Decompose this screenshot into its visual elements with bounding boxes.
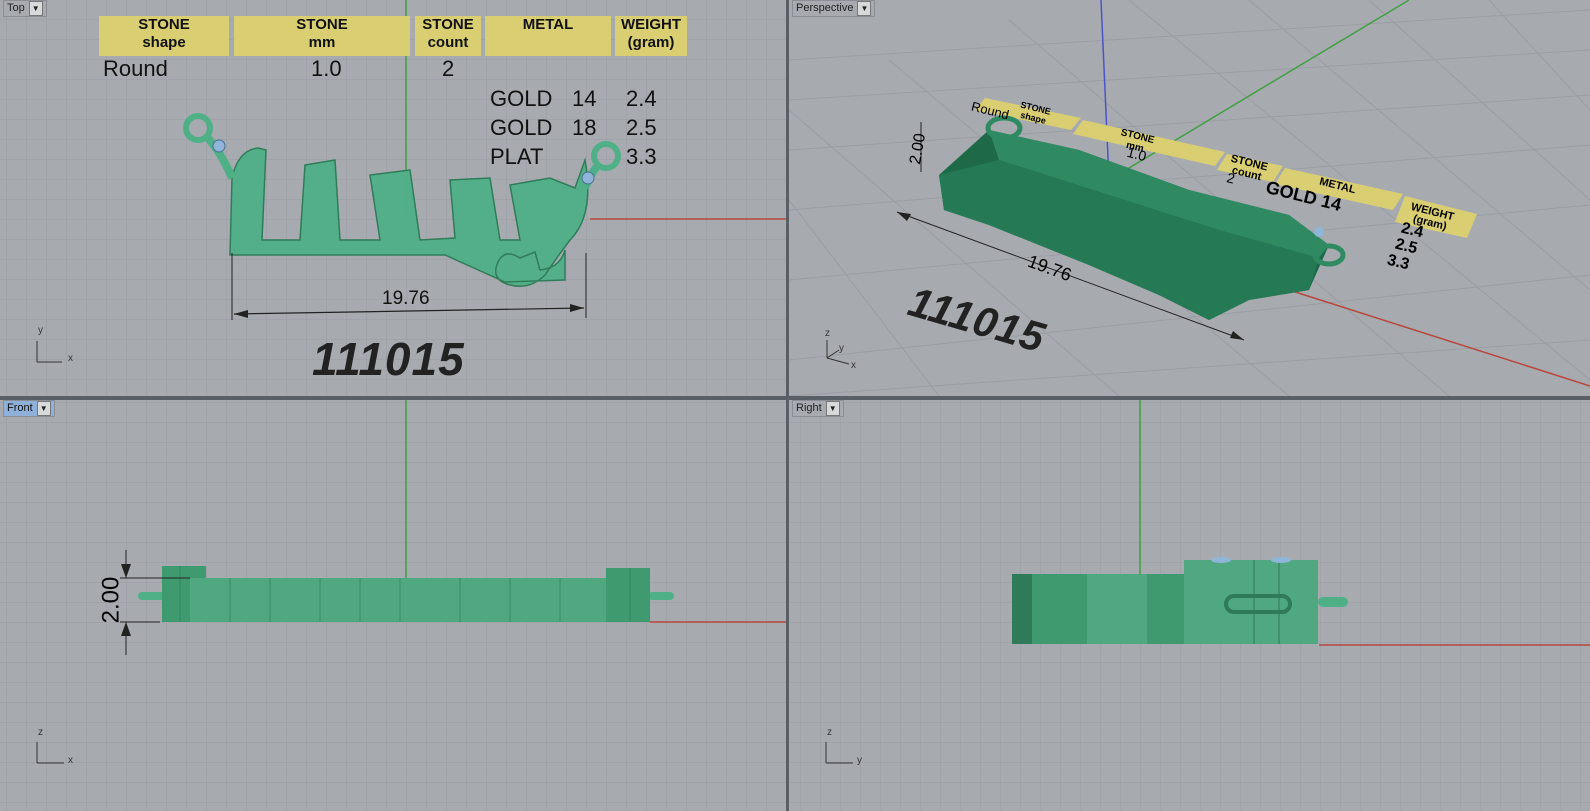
viewport-menu-icon[interactable]: ▼ [825, 401, 840, 416]
front-grid [0, 400, 786, 811]
viewport-menu-icon[interactable]: ▼ [857, 1, 872, 16]
viewport-menu-icon[interactable]: ▼ [28, 1, 43, 16]
viewport-label-perspective[interactable]: Perspective▼ [792, 0, 876, 17]
serial-number: 111015 [312, 333, 465, 385]
metal-row-1-weight: 2.4 [626, 86, 657, 111]
metal-row-2-metal: GOLD [490, 115, 553, 140]
stone-mm-value: 1.0 [311, 56, 342, 81]
right-profile-shape [1012, 557, 1348, 644]
stone-left-icon [212, 139, 226, 153]
persp-axis-z-label: z [825, 328, 830, 339]
width-dimension-label: 19.76 [382, 288, 430, 309]
axis-x-label: x [68, 353, 73, 364]
viewport-menu-icon[interactable]: ▼ [36, 401, 51, 416]
pendant-3d-shape [939, 115, 1346, 320]
pendant-shape [183, 113, 621, 287]
right-grid [789, 400, 1590, 811]
metal-row-1-karat: 14 [572, 86, 597, 111]
header-metal: METAL [485, 16, 611, 56]
right-axis-z-label: z [827, 727, 832, 738]
metal-row-2-karat: 18 [572, 115, 597, 140]
metal-row-1-metal: GOLD [490, 86, 553, 111]
viewport-label-front[interactable]: Front▼ [3, 400, 55, 417]
stone-count-value: 2 [442, 56, 455, 81]
stone-right-icon [581, 171, 595, 185]
header-weight: WEIGHT(gram) [615, 16, 687, 56]
viewport-right[interactable]: Right▼ z y [789, 400, 1590, 811]
metal-row-3-weight: 3.3 [626, 144, 657, 169]
top-grid [0, 0, 786, 396]
front-axis-x-label: x [68, 755, 73, 766]
front-profile-shape [138, 566, 674, 622]
front-height-dimension: 2.00 [97, 576, 125, 624]
persp-axis-y-label: y [839, 343, 844, 354]
axis-y-label: y [38, 325, 43, 336]
metal-row-3-metal: PLAT [490, 144, 544, 169]
front-axis-z-label: z [38, 727, 43, 738]
persp-axis-x-label: x [851, 360, 856, 371]
viewport-label-right[interactable]: Right▼ [792, 400, 844, 417]
viewport-front[interactable]: Front▼ 2.00 z x [0, 400, 786, 811]
metal-row-2-weight: 2.5 [626, 115, 657, 140]
viewport-label-top[interactable]: Top▼ [3, 0, 47, 17]
right-axis-y-label: y [857, 755, 862, 766]
perspective-grid [789, 0, 1590, 396]
stone-shape-value: Round [103, 56, 168, 81]
